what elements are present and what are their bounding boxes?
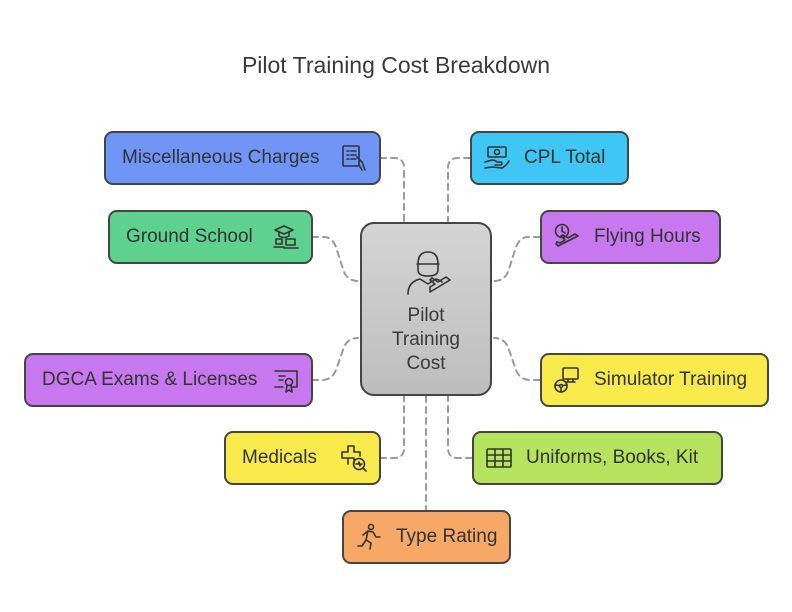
node-label: CPL Total	[524, 147, 606, 168]
medical-cross-icon	[341, 445, 367, 472]
node-ground-school: Ground School	[108, 210, 313, 264]
node-simulator-training: Simulator Training	[540, 353, 769, 407]
node-label: Miscellaneous Charges	[122, 147, 320, 168]
clock-airplane-icon	[554, 223, 579, 247]
node-dgca-exams-licenses: DGCA Exams & Licenses	[24, 353, 313, 407]
node-label: Uniforms, Books, Kit	[526, 447, 699, 468]
connector-simulator-training	[493, 337, 541, 381]
node-medicals: Medicals	[224, 431, 381, 485]
certificate-icon	[274, 370, 298, 393]
node-cpl-total: CPL Total	[470, 131, 629, 185]
connector-miscellaneous-charges	[379, 157, 405, 223]
table-grid-icon	[486, 448, 512, 468]
connector-flying-hours	[493, 236, 541, 282]
connector-medicals	[379, 395, 405, 459]
diagram-title: Pilot Training Cost Breakdown	[241, 52, 551, 78]
connector-cpl-total	[447, 157, 471, 223]
pilot-icon	[407, 251, 451, 295]
node-flying-hours: Flying Hours	[540, 210, 721, 264]
node-label: Type Rating	[396, 526, 498, 547]
node-label: Simulator Training	[594, 369, 748, 390]
node-uniforms-books-kit: Uniforms, Books, Kit	[472, 431, 723, 485]
center-label-line: Cost	[406, 353, 446, 374]
node-type-rating: Type Rating	[342, 510, 511, 564]
node-miscellaneous-charges: Miscellaneous Charges	[104, 131, 381, 185]
person-running-icon	[357, 523, 381, 550]
connector-ground-school	[311, 236, 359, 282]
center-label-line: Training	[392, 329, 460, 350]
graduation-laptop-icon	[273, 225, 299, 249]
money-hand-icon	[484, 146, 510, 169]
node-label: DGCA Exams & Licenses	[42, 369, 258, 390]
connector-dgca-exams-licenses	[311, 337, 359, 381]
node-label: Medicals	[242, 447, 317, 468]
connector-uniforms-books-kit	[447, 395, 473, 459]
center-label-line: Pilot	[407, 305, 445, 326]
center-node: Pilot Training Cost	[360, 222, 492, 396]
node-label: Ground School	[126, 226, 253, 247]
node-label: Flying Hours	[594, 226, 701, 247]
receipt-hand-icon	[342, 145, 366, 171]
center-label: Pilot Training Cost	[362, 304, 490, 376]
simulator-icon	[554, 367, 579, 393]
